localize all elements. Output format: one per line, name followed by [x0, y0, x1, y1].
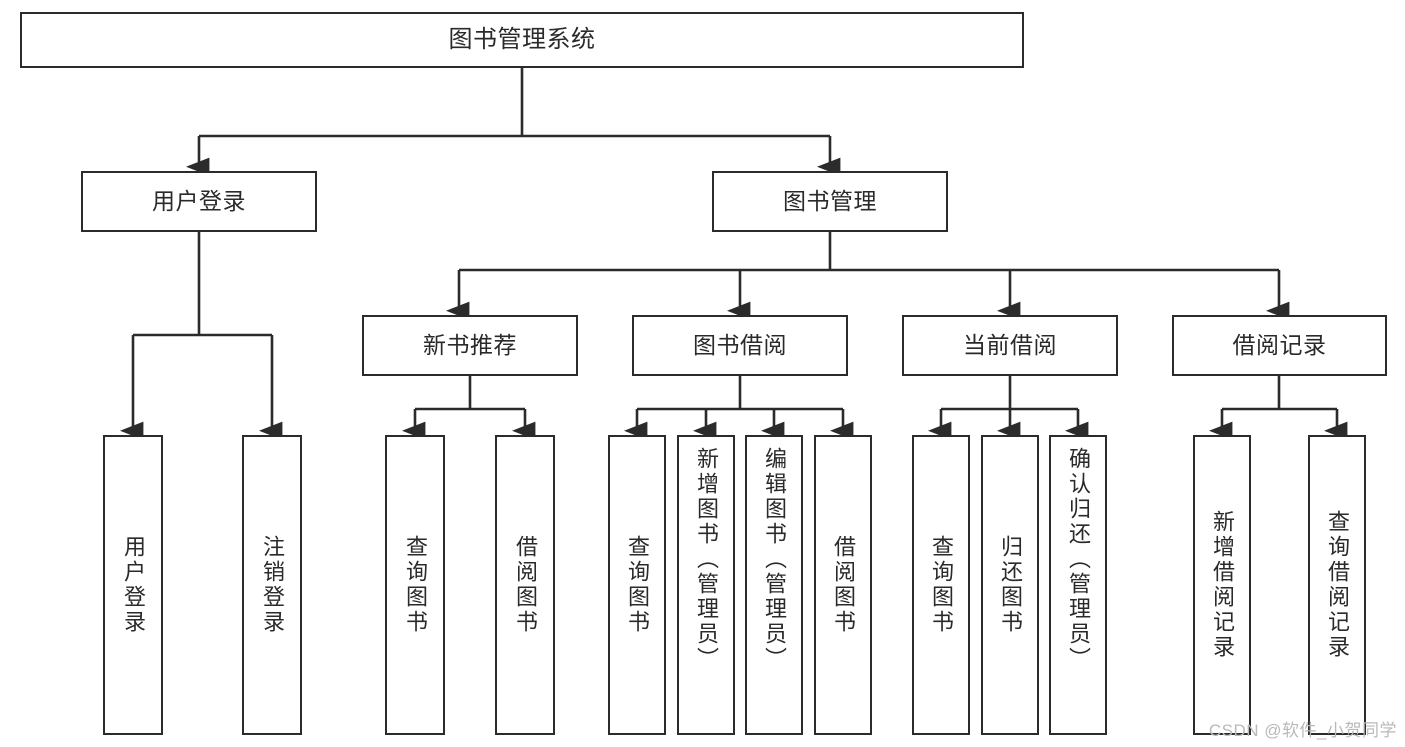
node-leaf-return-book-label: 归还图书	[998, 535, 1023, 635]
node-root-system[interactable]: 图书管理系统	[20, 12, 1024, 68]
node-leaf-logout[interactable]: 注销登录	[242, 435, 302, 735]
node-user-login-label: 用户登录	[152, 187, 246, 214]
watermark-text: CSDN @软件_小贺同学	[1208, 721, 1397, 740]
node-leaf-add-borrow-record-label: 新增借阅记录	[1210, 510, 1235, 660]
node-borrow-record[interactable]: 借阅记录	[1172, 315, 1387, 376]
node-borrow-record-label: 借阅记录	[1232, 331, 1327, 358]
node-leaf-newbook-query-book[interactable]: 查询图书	[385, 435, 445, 735]
node-leaf-add-book-admin[interactable]: 新增图书（管理员）	[677, 435, 735, 735]
node-leaf-edit-book-admin-label: 编辑图书（管理员）	[762, 447, 787, 672]
node-leaf-return-book[interactable]: 归还图书	[981, 435, 1039, 735]
node-book-borrow-label: 图书借阅	[693, 331, 787, 358]
node-leaf-current-query-book-label: 查询图书	[929, 535, 954, 635]
node-leaf-borrow-query-book[interactable]: 查询图书	[608, 435, 666, 735]
node-book-manage-label: 图书管理	[783, 187, 877, 214]
node-leaf-borrow-book-label: 借阅图书	[831, 535, 856, 635]
node-leaf-borrow-query-book-label: 查询图书	[625, 535, 650, 635]
node-user-login[interactable]: 用户登录	[81, 171, 317, 232]
node-leaf-query-borrow-record[interactable]: 查询借阅记录	[1308, 435, 1366, 735]
node-leaf-confirm-return-admin-label: 确认归还（管理员）	[1066, 447, 1091, 672]
node-leaf-edit-book-admin[interactable]: 编辑图书（管理员）	[745, 435, 803, 735]
node-leaf-newbook-borrow-book[interactable]: 借阅图书	[495, 435, 555, 735]
node-root-system-label: 图书管理系统	[448, 25, 596, 53]
node-leaf-newbook-borrow-book-label: 借阅图书	[513, 535, 538, 635]
node-leaf-user-login-label: 用户登录	[121, 535, 146, 635]
node-leaf-add-book-admin-label: 新增图书（管理员）	[694, 447, 719, 672]
node-new-book-recommend-label: 新书推荐	[423, 331, 517, 358]
node-leaf-logout-label: 注销登录	[260, 535, 285, 635]
node-leaf-add-borrow-record[interactable]: 新增借阅记录	[1193, 435, 1251, 735]
node-leaf-newbook-query-book-label: 查询图书	[403, 535, 428, 635]
node-book-manage[interactable]: 图书管理	[712, 171, 948, 232]
node-leaf-user-login[interactable]: 用户登录	[103, 435, 163, 735]
node-leaf-confirm-return-admin[interactable]: 确认归还（管理员）	[1049, 435, 1107, 735]
node-current-borrow[interactable]: 当前借阅	[902, 315, 1118, 376]
node-current-borrow-label: 当前借阅	[963, 331, 1057, 358]
node-leaf-borrow-book[interactable]: 借阅图书	[814, 435, 872, 735]
node-leaf-query-borrow-record-label: 查询借阅记录	[1325, 510, 1350, 660]
node-leaf-current-query-book[interactable]: 查询图书	[912, 435, 970, 735]
node-new-book-recommend[interactable]: 新书推荐	[362, 315, 578, 376]
node-book-borrow[interactable]: 图书借阅	[632, 315, 848, 376]
